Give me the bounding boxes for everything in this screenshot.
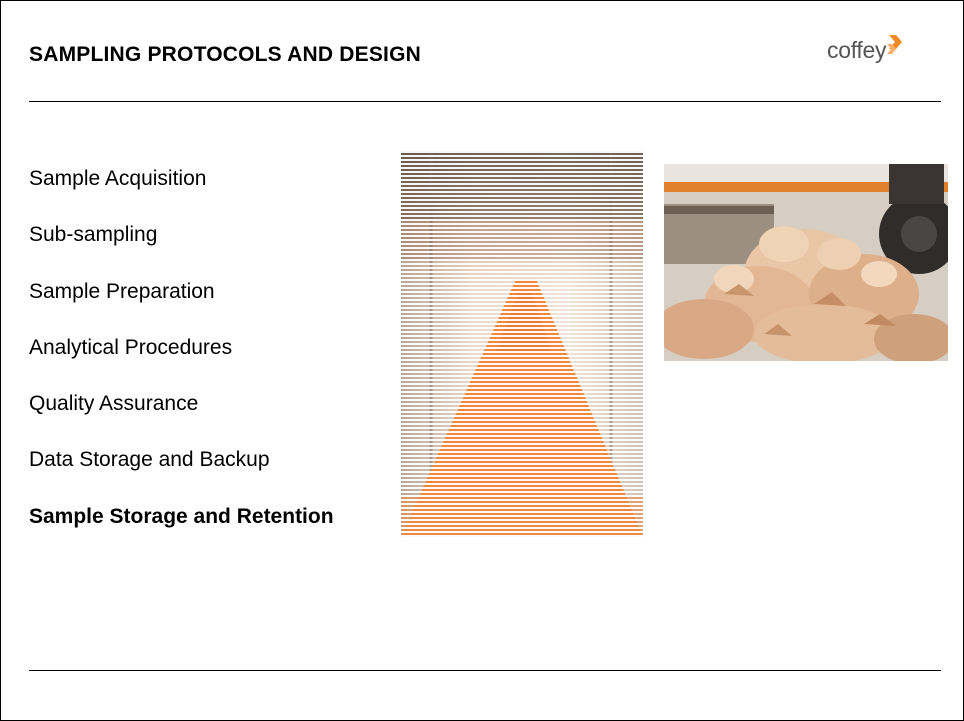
topic-list: Sample Acquisition Sub-sampling Sample P…: [29, 164, 334, 558]
topic-item-active: Sample Storage and Retention: [29, 504, 334, 528]
logo-text: coffey: [827, 37, 887, 63]
footer-divider: [29, 670, 941, 671]
coffey-arrow-icon: [887, 34, 903, 59]
topic-item: Sample Acquisition: [29, 167, 207, 190]
sample-bags-pile-photo: [664, 164, 948, 361]
topic-item: Quality Assurance: [29, 392, 199, 416]
slide-title: SAMPLING PROTOCOLS AND DESIGN: [29, 43, 421, 66]
topic-item: Sub-sampling: [29, 223, 158, 247]
topic-item: Sample Preparation: [29, 279, 215, 303]
title-divider: [29, 101, 941, 102]
sample-storage-tent-photo: [401, 151, 643, 537]
topic-item: Data Storage and Backup: [29, 448, 270, 472]
topic-item: Analytical Procedures: [29, 335, 233, 359]
coffey-logo: coffey: [827, 34, 903, 64]
